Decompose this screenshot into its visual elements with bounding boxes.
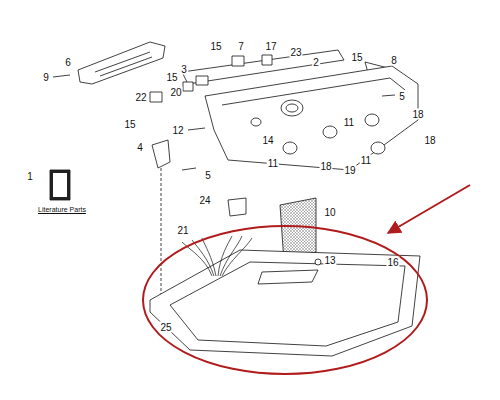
callout-number: 18 — [319, 161, 332, 172]
callout-number: 1 — [26, 171, 34, 182]
callout-number: 16 — [386, 257, 399, 268]
callout-number: 4 — [136, 142, 144, 153]
callout-number: 8 — [390, 55, 398, 66]
callout-number: 22 — [134, 92, 147, 103]
callout-number: 11 — [343, 117, 355, 128]
callout-number: 24 — [198, 195, 211, 206]
callout-number: 15 — [209, 41, 222, 52]
callout-number: 17 — [264, 41, 277, 52]
callout-number: 18 — [411, 109, 424, 120]
callout-number: 2 — [312, 57, 320, 68]
callout-number: 6 — [64, 57, 72, 68]
callout-number: 15 — [165, 72, 178, 83]
callout-number: 18 — [423, 135, 436, 146]
literature-label: Literature Parts — [37, 206, 87, 214]
callout-number: 13 — [323, 255, 336, 266]
callout-number: 9 — [42, 72, 50, 83]
callout-number: 21 — [176, 225, 189, 236]
callout-number: 15 — [123, 119, 136, 130]
callout-number: 14 — [261, 135, 274, 146]
callout-number: 5 — [204, 170, 212, 181]
callout-number: 11 — [267, 158, 279, 169]
callout-number: 25 — [159, 322, 172, 333]
callout-number: 7 — [237, 41, 245, 52]
callout-number: 19 — [343, 165, 356, 176]
callout-number: 3 — [180, 64, 188, 75]
callout-number: 15 — [350, 52, 363, 63]
callout-number: 20 — [169, 87, 182, 98]
callout-number: 12 — [171, 125, 184, 136]
callout-number: 10 — [323, 207, 336, 218]
callout-number: 23 — [289, 47, 302, 58]
callout-number: 5 — [398, 91, 406, 102]
callout-number: 11 — [360, 155, 372, 166]
